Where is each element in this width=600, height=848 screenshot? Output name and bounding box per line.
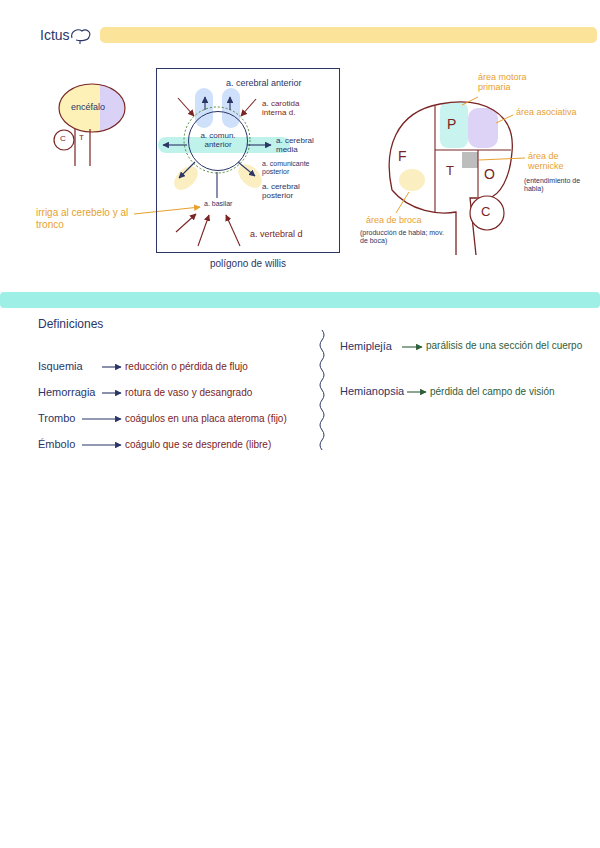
- term: Isquemia: [38, 360, 83, 373]
- artery-label: a. vertebral d: [250, 229, 303, 239]
- brain-label: encéfalo: [71, 102, 105, 112]
- area-note: (entendimiento de habla): [524, 177, 594, 193]
- term: Hemorragia: [38, 386, 95, 399]
- term: Hemiplejía: [340, 340, 392, 353]
- brainstem-letter: T: [79, 133, 84, 142]
- term: Émbolo: [38, 438, 75, 451]
- communicating-circle: a. comun. anterior: [188, 111, 248, 171]
- wavy-divider: [320, 330, 324, 450]
- definition: rotura de vaso y desangrado: [125, 387, 252, 399]
- definition: coágulos en una placa ateroma (fijo): [125, 413, 287, 425]
- area-label: área asociativa: [516, 107, 577, 117]
- page-title: Ictus: [40, 27, 70, 43]
- definition-arrows: [82, 347, 426, 445]
- definition: parálisis de una sección del cuerpo: [426, 340, 586, 352]
- section-heading: Definiciones: [38, 318, 103, 332]
- area-label: área de wernicke: [528, 151, 584, 172]
- term: Hemianopsia: [340, 385, 404, 398]
- brain-doodle: [72, 30, 90, 44]
- lobe-letter: O: [484, 166, 495, 182]
- artery-label: a. carotida interna d.: [262, 99, 316, 117]
- lobe-letter: C: [481, 205, 490, 220]
- artery-label: a. cerebral posterior: [262, 182, 322, 200]
- artery-label: a. cerebral media: [276, 136, 332, 154]
- definition: coágulo que se desprende (libre): [125, 439, 271, 451]
- lobe-letter: F: [398, 148, 407, 164]
- annotation-note: irriga al cerebelo y al tronco: [36, 207, 132, 230]
- definition: reducción o pérdida de flujo: [125, 361, 248, 373]
- area-label: área motora primaria: [478, 72, 540, 93]
- artery-label: a. basilar: [204, 200, 232, 208]
- artery-label: a. cerebral anterior: [226, 78, 302, 88]
- circle-label: a. comun. anterior: [196, 132, 240, 150]
- willis-frame: polígono de willisa. comun. anterior: [156, 68, 340, 253]
- area-label: área de broca: [366, 215, 422, 225]
- lobe-letter: P: [447, 116, 456, 132]
- title-band: [100, 27, 597, 43]
- area-note: (producción de habla; mov. de boca): [360, 229, 452, 245]
- definition: pérdida del campo de visión: [430, 386, 555, 398]
- small-brain: [54, 84, 125, 166]
- cerebellum-letter: C: [60, 134, 66, 143]
- frame-caption: polígono de willis: [157, 258, 339, 269]
- artery-label: a. comunicante posterior: [262, 160, 336, 176]
- term: Trombo: [38, 412, 76, 425]
- section-band: [0, 292, 600, 308]
- lobe-letter: T: [446, 164, 454, 179]
